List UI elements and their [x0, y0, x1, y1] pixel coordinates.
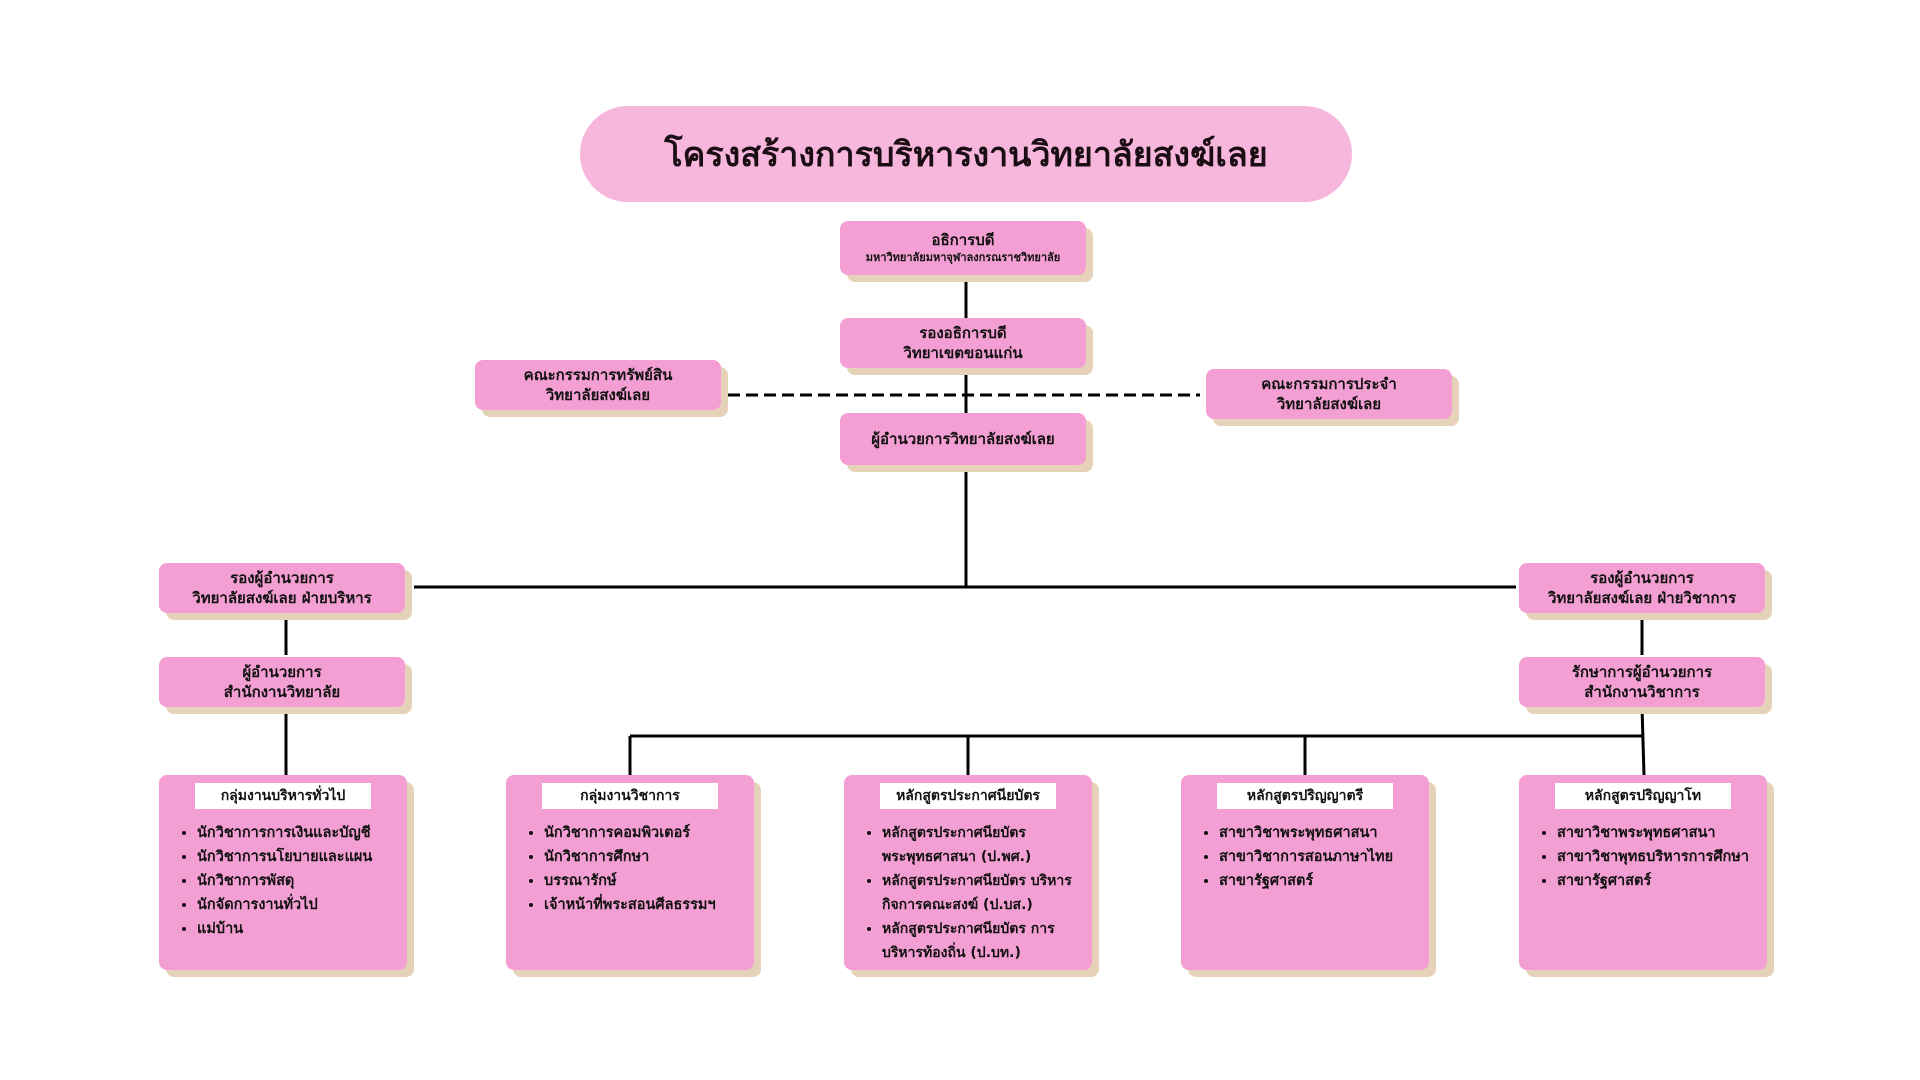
standing-committee-node: คณะกรรมการประจำ วิทยาลัยสงฆ์เลย: [1206, 369, 1452, 419]
list-item: นักวิชาการศึกษา: [544, 845, 754, 869]
card-master-programs: หลักสูตรปริญญาโท สาขาวิชาพระพุทธศาสนา สา…: [1519, 775, 1767, 970]
asset-committee-node: คณะกรรมการทรัพย์สิน วิทยาลัยสงฆ์เลย: [475, 360, 721, 410]
vice-rector-subtitle: วิทยาเขตขอนแก่น: [903, 344, 1023, 362]
list-item: สาขารัฐศาสตร์: [1557, 869, 1767, 893]
director-title: ผู้อำนวยการวิทยาลัยสงฆ์เลย: [871, 430, 1055, 448]
acting-academic-director-node: รักษาการผู้อำนวยการ สำนักงานวิชาการ: [1519, 657, 1765, 707]
card-title: หลักสูตรประกาศนียบัตร: [880, 783, 1056, 809]
card-list: สาขาวิชาพระพุทธศาสนา สาขาวิชาพุทธบริหารก…: [1519, 821, 1767, 893]
rector-title: อธิการบดี: [931, 231, 995, 249]
chart-title: โครงสร้างการบริหารงานวิทยาลัยสงฆ์เลย: [664, 135, 1268, 175]
list-item: สาขาวิชาพระพุทธศาสนา: [1219, 821, 1429, 845]
card-bachelor-programs: หลักสูตรปริญญาตรี สาขาวิชาพระพุทธศาสนา ส…: [1181, 775, 1429, 970]
list-item: สาขาวิชาพุทธบริหารการศึกษา: [1557, 845, 1767, 869]
office-director-title: ผู้อำนวยการ: [242, 663, 322, 681]
asset-committee-subtitle: วิทยาลัยสงฆ์เลย: [545, 386, 651, 404]
deputy-admin-title: รองผู้อำนวยการ: [230, 569, 334, 587]
list-item: นักจัดการงานทั่วไป: [197, 893, 407, 917]
deputy-admin-subtitle: วิทยาลัยสงฆ์เลย ฝ่ายบริหาร: [192, 589, 372, 607]
standing-committee-title: คณะกรรมการประจำ: [1261, 375, 1397, 393]
card-title: หลักสูตรปริญญาโท: [1555, 783, 1731, 809]
list-item: สาขาวิชาพระพุทธศาสนา: [1557, 821, 1767, 845]
card-list: สาขาวิชาพระพุทธศาสนา สาขาวิชาการสอนภาษาไ…: [1181, 821, 1429, 893]
list-item: สาขารัฐศาสตร์: [1219, 869, 1429, 893]
acting-academic-director-subtitle: สำนักงานวิชาการ: [1584, 683, 1700, 701]
card-title: หลักสูตรปริญญาตรี: [1217, 783, 1393, 809]
vice-rector-node: รองอธิการบดี วิทยาเขตขอนแก่น: [840, 318, 1086, 368]
list-item: หลักสูตรประกาศนียบัตร พระพุทธศาสนา (ป.พศ…: [882, 821, 1078, 869]
rector-subtitle: มหาวิทยาลัยมหาจุฬาลงกรณราชวิทยาลัย: [865, 251, 1061, 264]
list-item: นักวิชาการคอมพิวเตอร์: [544, 821, 754, 845]
list-item: นักวิชาการการเงินและบัญชี: [197, 821, 407, 845]
list-item: สาขาวิชาการสอนภาษาไทย: [1219, 845, 1429, 869]
rector-node: อธิการบดี มหาวิทยาลัยมหาจุฬาลงกรณราชวิทย…: [840, 221, 1086, 275]
card-list: นักวิชาการคอมพิวเตอร์ นักวิชาการศึกษา บร…: [506, 821, 754, 917]
director-node: ผู้อำนวยการวิทยาลัยสงฆ์เลย: [840, 413, 1086, 465]
card-list: หลักสูตรประกาศนียบัตร พระพุทธศาสนา (ป.พศ…: [844, 821, 1092, 965]
card-title: กลุ่มงานบริหารทั่วไป: [195, 783, 371, 809]
list-item: นักวิชาการพัสดุ: [197, 869, 407, 893]
list-item: แม่บ้าน: [197, 917, 407, 941]
list-item: หลักสูตรประกาศนียบัตร บริหารกิจการคณะสงฆ…: [882, 869, 1078, 917]
card-general-admin: กลุ่มงานบริหารทั่วไป นักวิชาการการเงินแล…: [159, 775, 407, 970]
card-title: กลุ่มงานวิชาการ: [542, 783, 718, 809]
office-director-node: ผู้อำนวยการ สำนักงานวิทยาลัย: [159, 657, 405, 707]
vice-rector-title: รองอธิการบดี: [919, 324, 1007, 342]
acting-academic-director-title: รักษาการผู้อำนวยการ: [1571, 663, 1713, 681]
card-list: นักวิชาการการเงินและบัญชี นักวิชาการนโยบ…: [159, 821, 407, 941]
list-item: นักวิชาการนโยบายและแผน: [197, 845, 407, 869]
list-item: เจ้าหน้าที่พระสอนศีลธรรมฯ: [544, 893, 754, 917]
list-item: หลักสูตรประกาศนียบัตร การบริหารท้องถิ่น …: [882, 917, 1078, 965]
office-director-subtitle: สำนักงานวิทยาลัย: [223, 683, 341, 701]
deputy-academic-node: รองผู้อำนวยการ วิทยาลัยสงฆ์เลย ฝ่ายวิชาก…: [1519, 563, 1765, 613]
asset-committee-title: คณะกรรมการทรัพย์สิน: [523, 366, 673, 384]
card-academic-affairs: กลุ่มงานวิชาการ นักวิชาการคอมพิวเตอร์ นั…: [506, 775, 754, 970]
standing-committee-subtitle: วิทยาลัยสงฆ์เลย: [1276, 395, 1382, 413]
deputy-admin-node: รองผู้อำนวยการ วิทยาลัยสงฆ์เลย ฝ่ายบริหา…: [159, 563, 405, 613]
list-item: บรรณารักษ์: [544, 869, 754, 893]
deputy-academic-title: รองผู้อำนวยการ: [1590, 569, 1694, 587]
card-certificate-programs: หลักสูตรประกาศนียบัตร หลักสูตรประกาศนียบ…: [844, 775, 1092, 970]
chart-title-box: โครงสร้างการบริหารงานวิทยาลัยสงฆ์เลย: [580, 106, 1352, 202]
deputy-academic-subtitle: วิทยาลัยสงฆ์เลย ฝ่ายวิชาการ: [1547, 589, 1737, 607]
